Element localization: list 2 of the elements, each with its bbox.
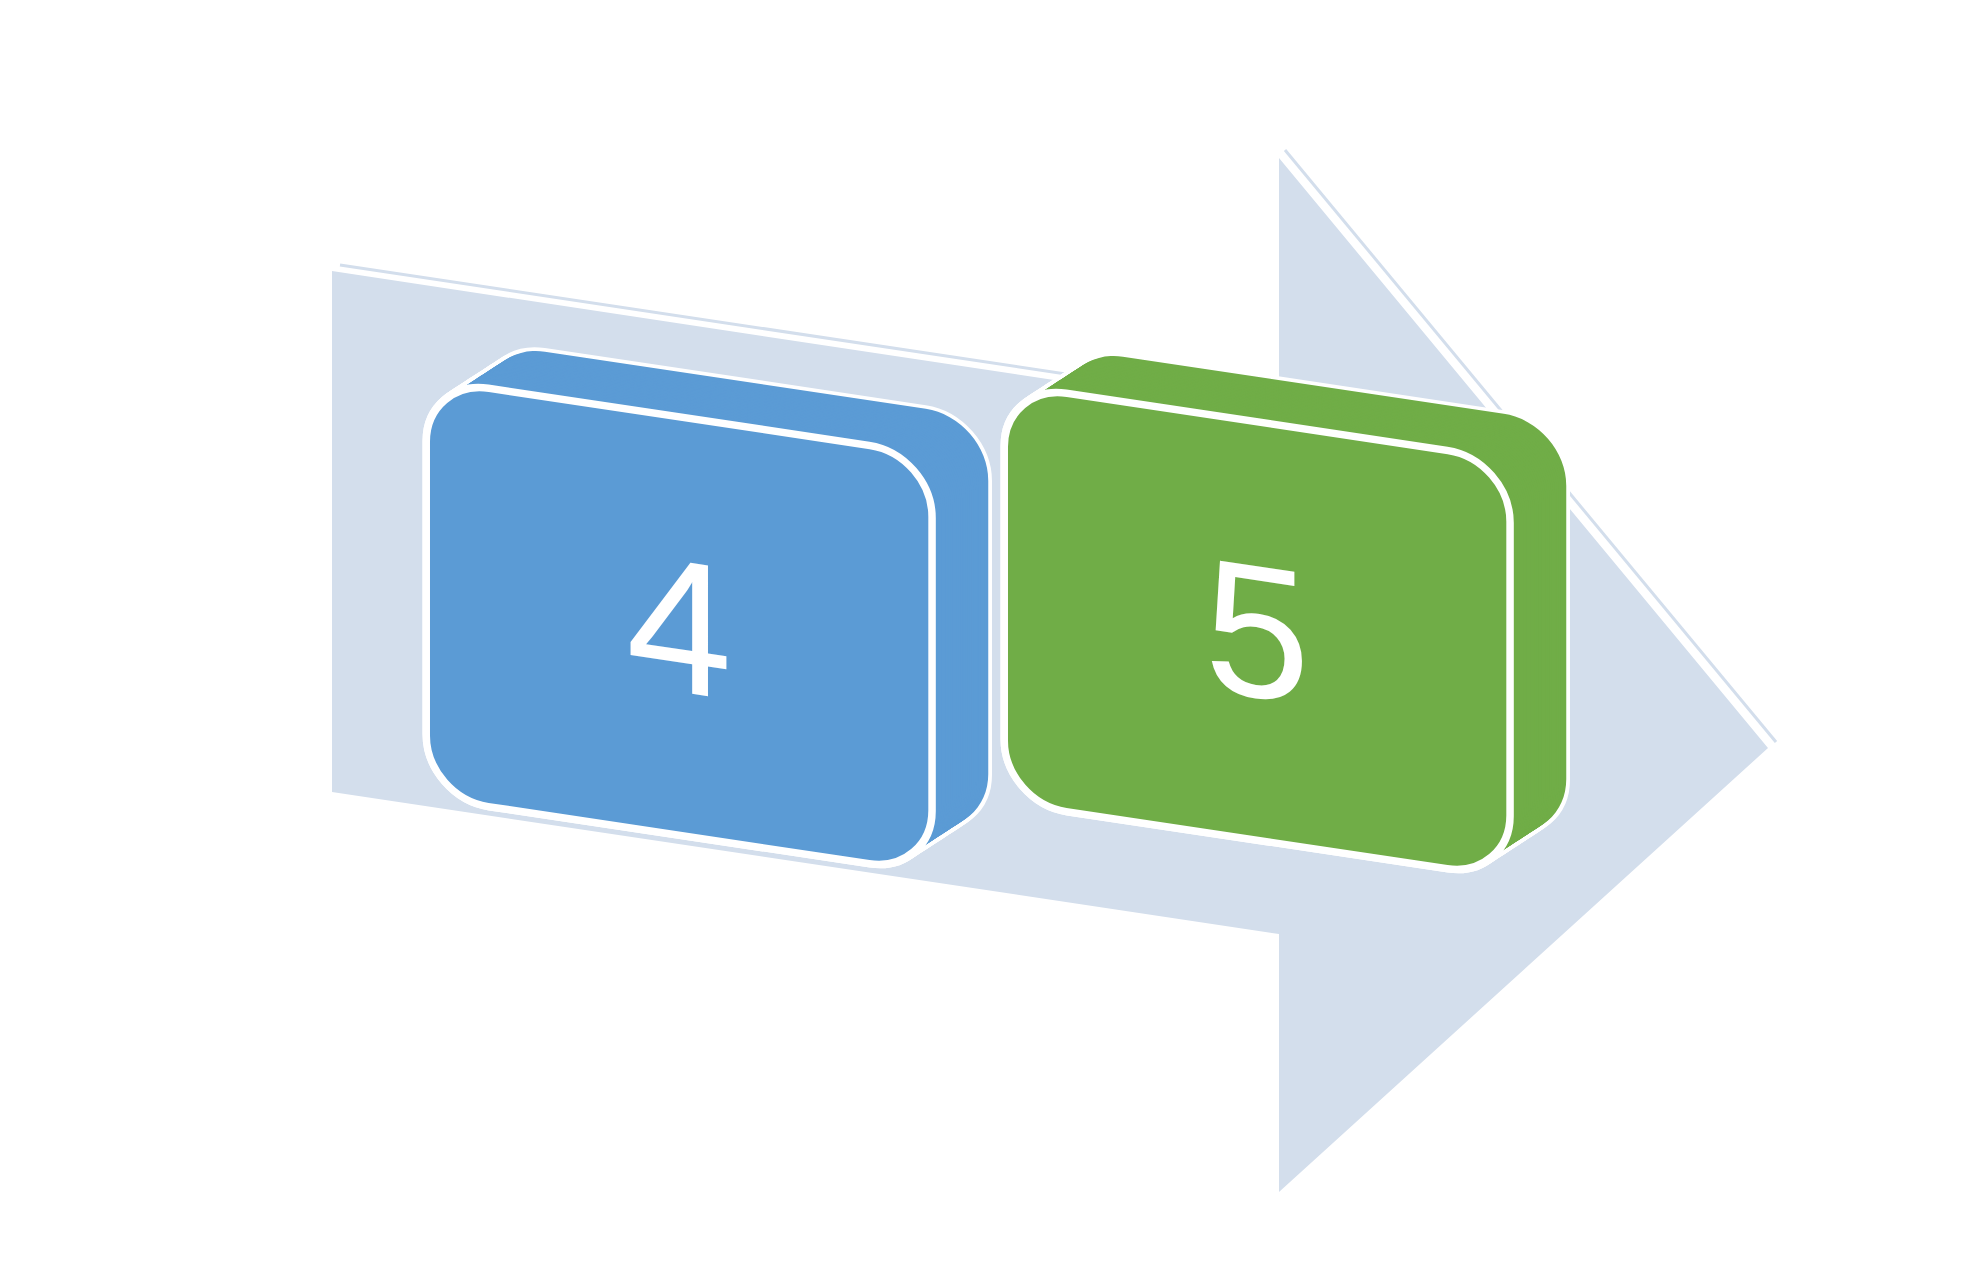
step-number: 5 <box>1204 528 1310 734</box>
step-number: 4 <box>626 523 732 729</box>
